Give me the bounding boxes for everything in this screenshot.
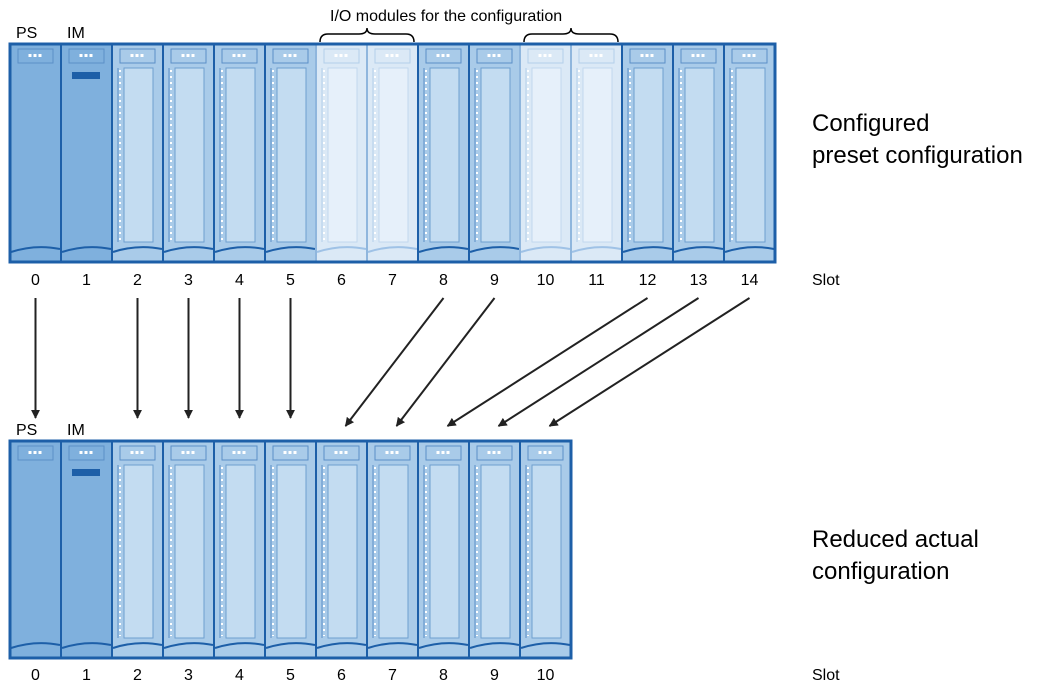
top-module-slot-13: [672, 43, 725, 263]
bottom-frame: [8, 439, 573, 660]
top-frame: [8, 42, 777, 264]
bottom-module-slot-4: [213, 440, 266, 659]
top-caption-line2: preset configuration: [812, 142, 1023, 169]
top-slot-number-2: 2: [133, 272, 142, 289]
bottom-im-label: IM: [67, 422, 85, 439]
io-modules-annotation: I/O modules for the configuration: [330, 8, 563, 25]
top-slot-number-13: 13: [689, 272, 708, 289]
bottom-slot-number-4: 4: [235, 667, 244, 684]
top-slot-number-0: 0: [31, 272, 40, 289]
top-slot-label: Slot: [812, 272, 840, 289]
bottom-caption-line1: Reduced actual: [812, 526, 979, 553]
bottom-module-slot-3: [162, 440, 215, 659]
bottom-module-slot-8: [417, 440, 470, 659]
bottom-module-slot-6: [315, 440, 368, 659]
top-slot-number-1: 1: [82, 272, 91, 289]
bottom-module-slot-10: [519, 440, 572, 659]
bottom-slot-number-0: 0: [31, 667, 40, 684]
top-ps-label: PS: [16, 25, 38, 42]
arrow-slot-13-to-9: [497, 297, 700, 427]
top-im-label: IM: [67, 25, 85, 42]
bottom-slot-number-1: 1: [82, 667, 91, 684]
top-module-slot-10: [519, 43, 572, 263]
bottom-slot-label: Slot: [812, 667, 840, 684]
top-slot-number-12: 12: [638, 272, 657, 289]
top-module-slot-8: [417, 43, 470, 263]
bottom-ps-label: PS: [16, 422, 38, 439]
bottom-slot-number-8: 8: [439, 667, 448, 684]
top-module-slot-1: [60, 43, 113, 263]
bottom-module-slot-7: [366, 440, 419, 659]
top-module-slot-4: [213, 43, 266, 263]
bottom-caption-line2: configuration: [812, 558, 950, 585]
bottom-slot-number-6: 6: [337, 667, 346, 684]
top-slot-number-14: 14: [740, 272, 759, 289]
top-slot-number-4: 4: [235, 272, 244, 289]
top-module-slot-2: [111, 43, 164, 263]
top-module-slot-9: [468, 43, 521, 263]
mapping-arrows: [31, 297, 751, 427]
top-module-slot-7: [366, 43, 419, 263]
top-rack: [8, 42, 777, 264]
bottom-slot-number-2: 2: [133, 667, 142, 684]
bottom-module-slot-9: [468, 440, 521, 659]
arrow-slot-12-to-8: [446, 297, 649, 427]
bottom-module-slot-0: [9, 440, 62, 659]
top-module-slot-14: [723, 43, 776, 263]
top-slot-number-3: 3: [184, 272, 193, 289]
top-caption-line1: Configured: [812, 110, 930, 137]
top-slot-number-11: 11: [588, 272, 605, 289]
top-slot-number-10: 10: [536, 272, 555, 289]
bottom-module-slot-1: [60, 440, 113, 659]
top-slot-number-7: 7: [388, 272, 397, 289]
bottom-slot-number-9: 9: [490, 667, 499, 684]
bottom-slot-number-10: 10: [536, 667, 555, 684]
top-module-slot-5: [264, 43, 317, 263]
bottom-slot-number-5: 5: [286, 667, 295, 684]
top-slot-number-8: 8: [439, 272, 448, 289]
top-slot-number-6: 6: [337, 272, 346, 289]
bottom-slot-number-7: 7: [388, 667, 397, 684]
top-module-slot-6: [315, 43, 368, 263]
top-module-slot-0: [9, 43, 62, 263]
annotation-bracket-2: [523, 27, 619, 43]
bottom-module-slot-5: [264, 440, 317, 659]
top-module-slot-11: [570, 43, 623, 263]
annotation-brackets: [319, 27, 619, 43]
top-module-slot-3: [162, 43, 215, 263]
top-slot-number-5: 5: [286, 272, 295, 289]
bottom-rack: [8, 439, 573, 660]
top-slot-number-9: 9: [490, 272, 499, 289]
arrow-slot-8-to-6: [344, 297, 445, 427]
bottom-slot-number-3: 3: [184, 667, 193, 684]
arrow-slot-14-to-10: [548, 297, 751, 427]
annotation-bracket-1: [319, 27, 415, 43]
top-module-slot-12: [621, 43, 674, 263]
bottom-module-slot-2: [111, 440, 164, 659]
arrow-slot-9-to-7: [395, 297, 496, 427]
